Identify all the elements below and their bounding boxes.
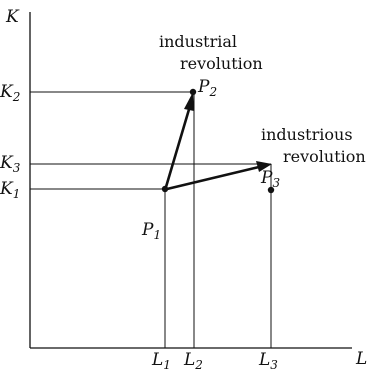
annotation-industrial-line1: industrial <box>159 32 237 51</box>
point-p2-label: P2 <box>197 77 217 99</box>
x-tick-l3: L3 <box>258 350 278 372</box>
y-tick-k1: K1 <box>0 179 20 201</box>
annotation-industrious-line2: revolution <box>283 147 366 166</box>
y-axis-label: K <box>5 7 20 27</box>
x-tick-l1: L1 <box>151 350 171 372</box>
point-p1-label: P1 <box>141 220 161 242</box>
annotation-industrious-line1: industrious <box>261 125 353 144</box>
annotation-industrial-line2: revolution <box>180 54 263 73</box>
point-p2 <box>189 88 197 96</box>
arrow-p1-to-p2 <box>164 92 194 188</box>
y-tick-k2: K2 <box>0 82 20 104</box>
point-p1 <box>161 185 169 193</box>
y-tick-k3: K3 <box>0 153 21 175</box>
point-p3 <box>267 186 275 194</box>
x-tick-l2: L2 <box>183 350 203 372</box>
point-p3-label: P3 <box>260 168 280 190</box>
x-axis-label: L <box>355 349 367 369</box>
arrow-p1-to-p3 <box>166 161 272 191</box>
